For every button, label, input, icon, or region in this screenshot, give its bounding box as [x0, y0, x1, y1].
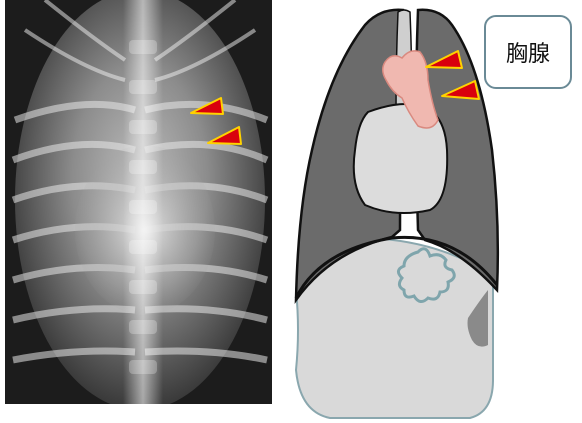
thymus-label: 胸腺 [506, 36, 550, 68]
thymus-label-box: 胸腺 [484, 15, 572, 89]
radiograph-image [5, 0, 272, 404]
